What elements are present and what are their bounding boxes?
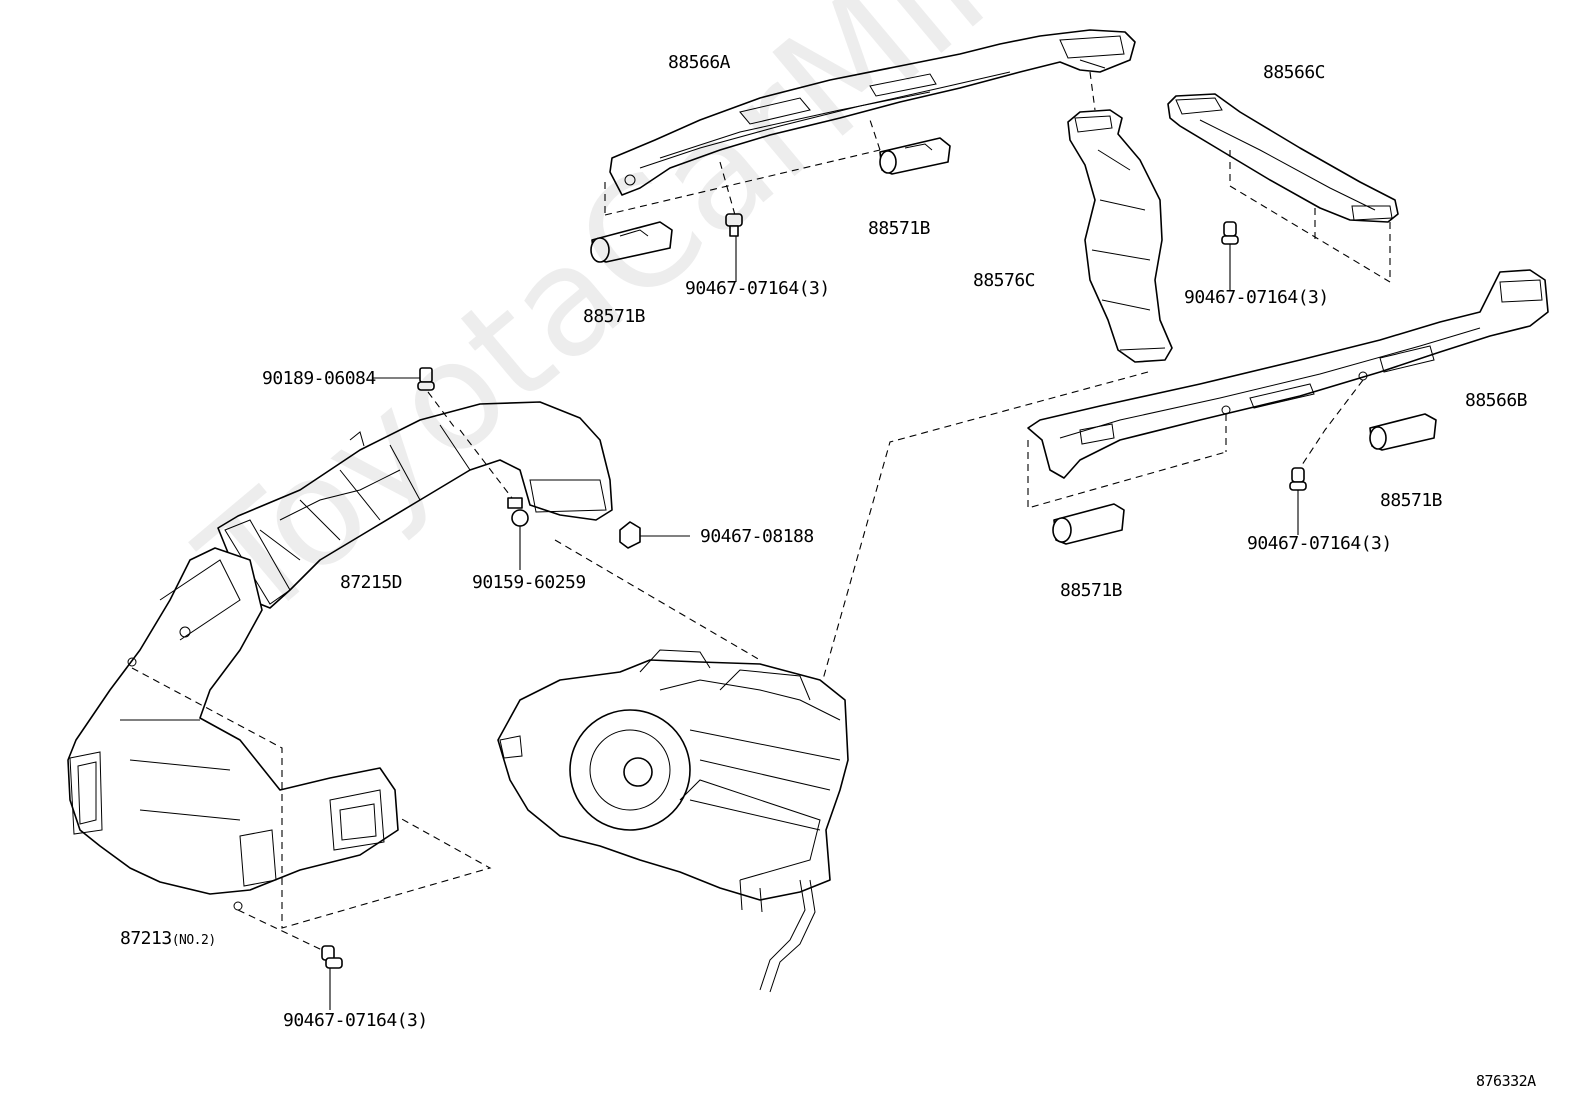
label-clip-top-right[interactable]: 90467-07164(3)	[1184, 287, 1329, 308]
label-87213-number: 87213	[120, 928, 172, 949]
duct-88566a-drawing	[609, 29, 1136, 196]
register-right-drawing	[1369, 413, 1437, 451]
clip-bottom-left-drawing	[321, 945, 343, 969]
label-88571b-right[interactable]: 88571B	[1380, 490, 1443, 511]
label-90189-06084[interactable]: 90189-06084	[262, 368, 376, 389]
register-mid-top-drawing	[879, 137, 951, 175]
duct-87213-drawing	[67, 547, 399, 911]
label-clip-right-lower[interactable]: 90467-07164(3)	[1247, 533, 1392, 554]
label-87213[interactable]: 87213(NO.2)	[120, 928, 216, 949]
label-88571b-left-top[interactable]: 88571B	[583, 306, 646, 327]
label-88571b-mid-top[interactable]: 88571B	[868, 218, 931, 239]
label-90159-60259[interactable]: 90159-60259	[472, 572, 586, 593]
label-88566c[interactable]: 88566C	[1263, 62, 1326, 83]
duct-87215d-drawing	[217, 401, 613, 609]
hvac-unit-drawing	[497, 649, 849, 993]
label-87213-note: (NO.2)	[171, 933, 216, 948]
clip-top-mid-drawing	[725, 213, 743, 237]
duct-88566b-drawing	[1027, 269, 1549, 479]
clip-top-right-drawing	[1221, 221, 1239, 245]
label-88566a[interactable]: 88566A	[668, 52, 731, 73]
label-87215d[interactable]: 87215D	[340, 572, 403, 593]
clip-90467-08188-drawing	[619, 521, 641, 549]
label-88566b[interactable]: 88566B	[1465, 390, 1528, 411]
label-90467-08188[interactable]: 90467-08188	[700, 526, 814, 547]
label-88576c[interactable]: 88576C	[973, 270, 1036, 291]
clip-right-lower-drawing	[1289, 467, 1307, 491]
register-right-lower-drawing	[1052, 503, 1125, 545]
screw-90159-drawing	[507, 497, 529, 527]
duct-88566c-drawing	[1167, 93, 1399, 223]
label-88571b-right-lower[interactable]: 88571B	[1060, 580, 1123, 601]
duct-88576c-drawing	[1067, 109, 1173, 363]
diagram-reference-number: 876332A	[1476, 1072, 1536, 1090]
label-clip-bottom-left[interactable]: 90467-07164(3)	[283, 1010, 428, 1031]
bolt-90189-drawing	[417, 367, 435, 391]
label-clip-top-mid[interactable]: 90467-07164(3)	[685, 278, 830, 299]
register-left-top-drawing	[590, 221, 673, 263]
